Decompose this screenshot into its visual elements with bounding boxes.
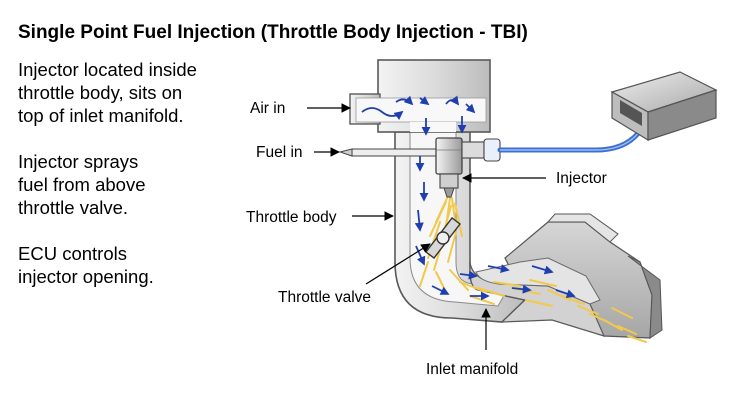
ecu-unit <box>610 71 718 142</box>
note-ecu-control: ECU controls injector opening. <box>18 242 233 288</box>
label-throttle-valve: Throttle valve <box>278 289 371 306</box>
diagram-title: Single Point Fuel Injection (Throttle Bo… <box>18 22 528 43</box>
label-injector: Injector <box>556 170 607 187</box>
label-throttle-body: Throttle body <box>246 209 337 226</box>
label-air-in: Air in <box>250 100 285 117</box>
label-fuel-in: Fuel in <box>256 144 303 161</box>
note-line: throttle body, sits on <box>18 82 183 103</box>
air-horn <box>349 59 491 133</box>
note-line: Injector sprays <box>18 151 139 172</box>
fuel-inlet-pipe <box>338 148 441 157</box>
note-line: injector opening. <box>18 266 154 287</box>
label-inlet-manifold: Inlet manifold <box>426 361 518 378</box>
note-injector-location: Injector located inside throttle body, s… <box>18 58 233 127</box>
note-line: top of inlet manifold. <box>18 105 184 126</box>
label-leaders <box>307 103 546 350</box>
note-line: Injector located inside <box>18 59 197 80</box>
note-injector-spray: Injector sprays fuel from above throttle… <box>18 150 233 219</box>
fuel-injector <box>435 137 501 198</box>
note-line: throttle valve. <box>18 197 129 218</box>
throttle-valve <box>425 217 461 259</box>
air-flow-arrows <box>361 95 576 301</box>
note-line: ECU controls <box>18 243 127 264</box>
notes-panel: Injector located inside throttle body, s… <box>18 58 233 288</box>
note-line: fuel from above <box>18 174 146 195</box>
leader-throttle-valve <box>365 243 431 285</box>
